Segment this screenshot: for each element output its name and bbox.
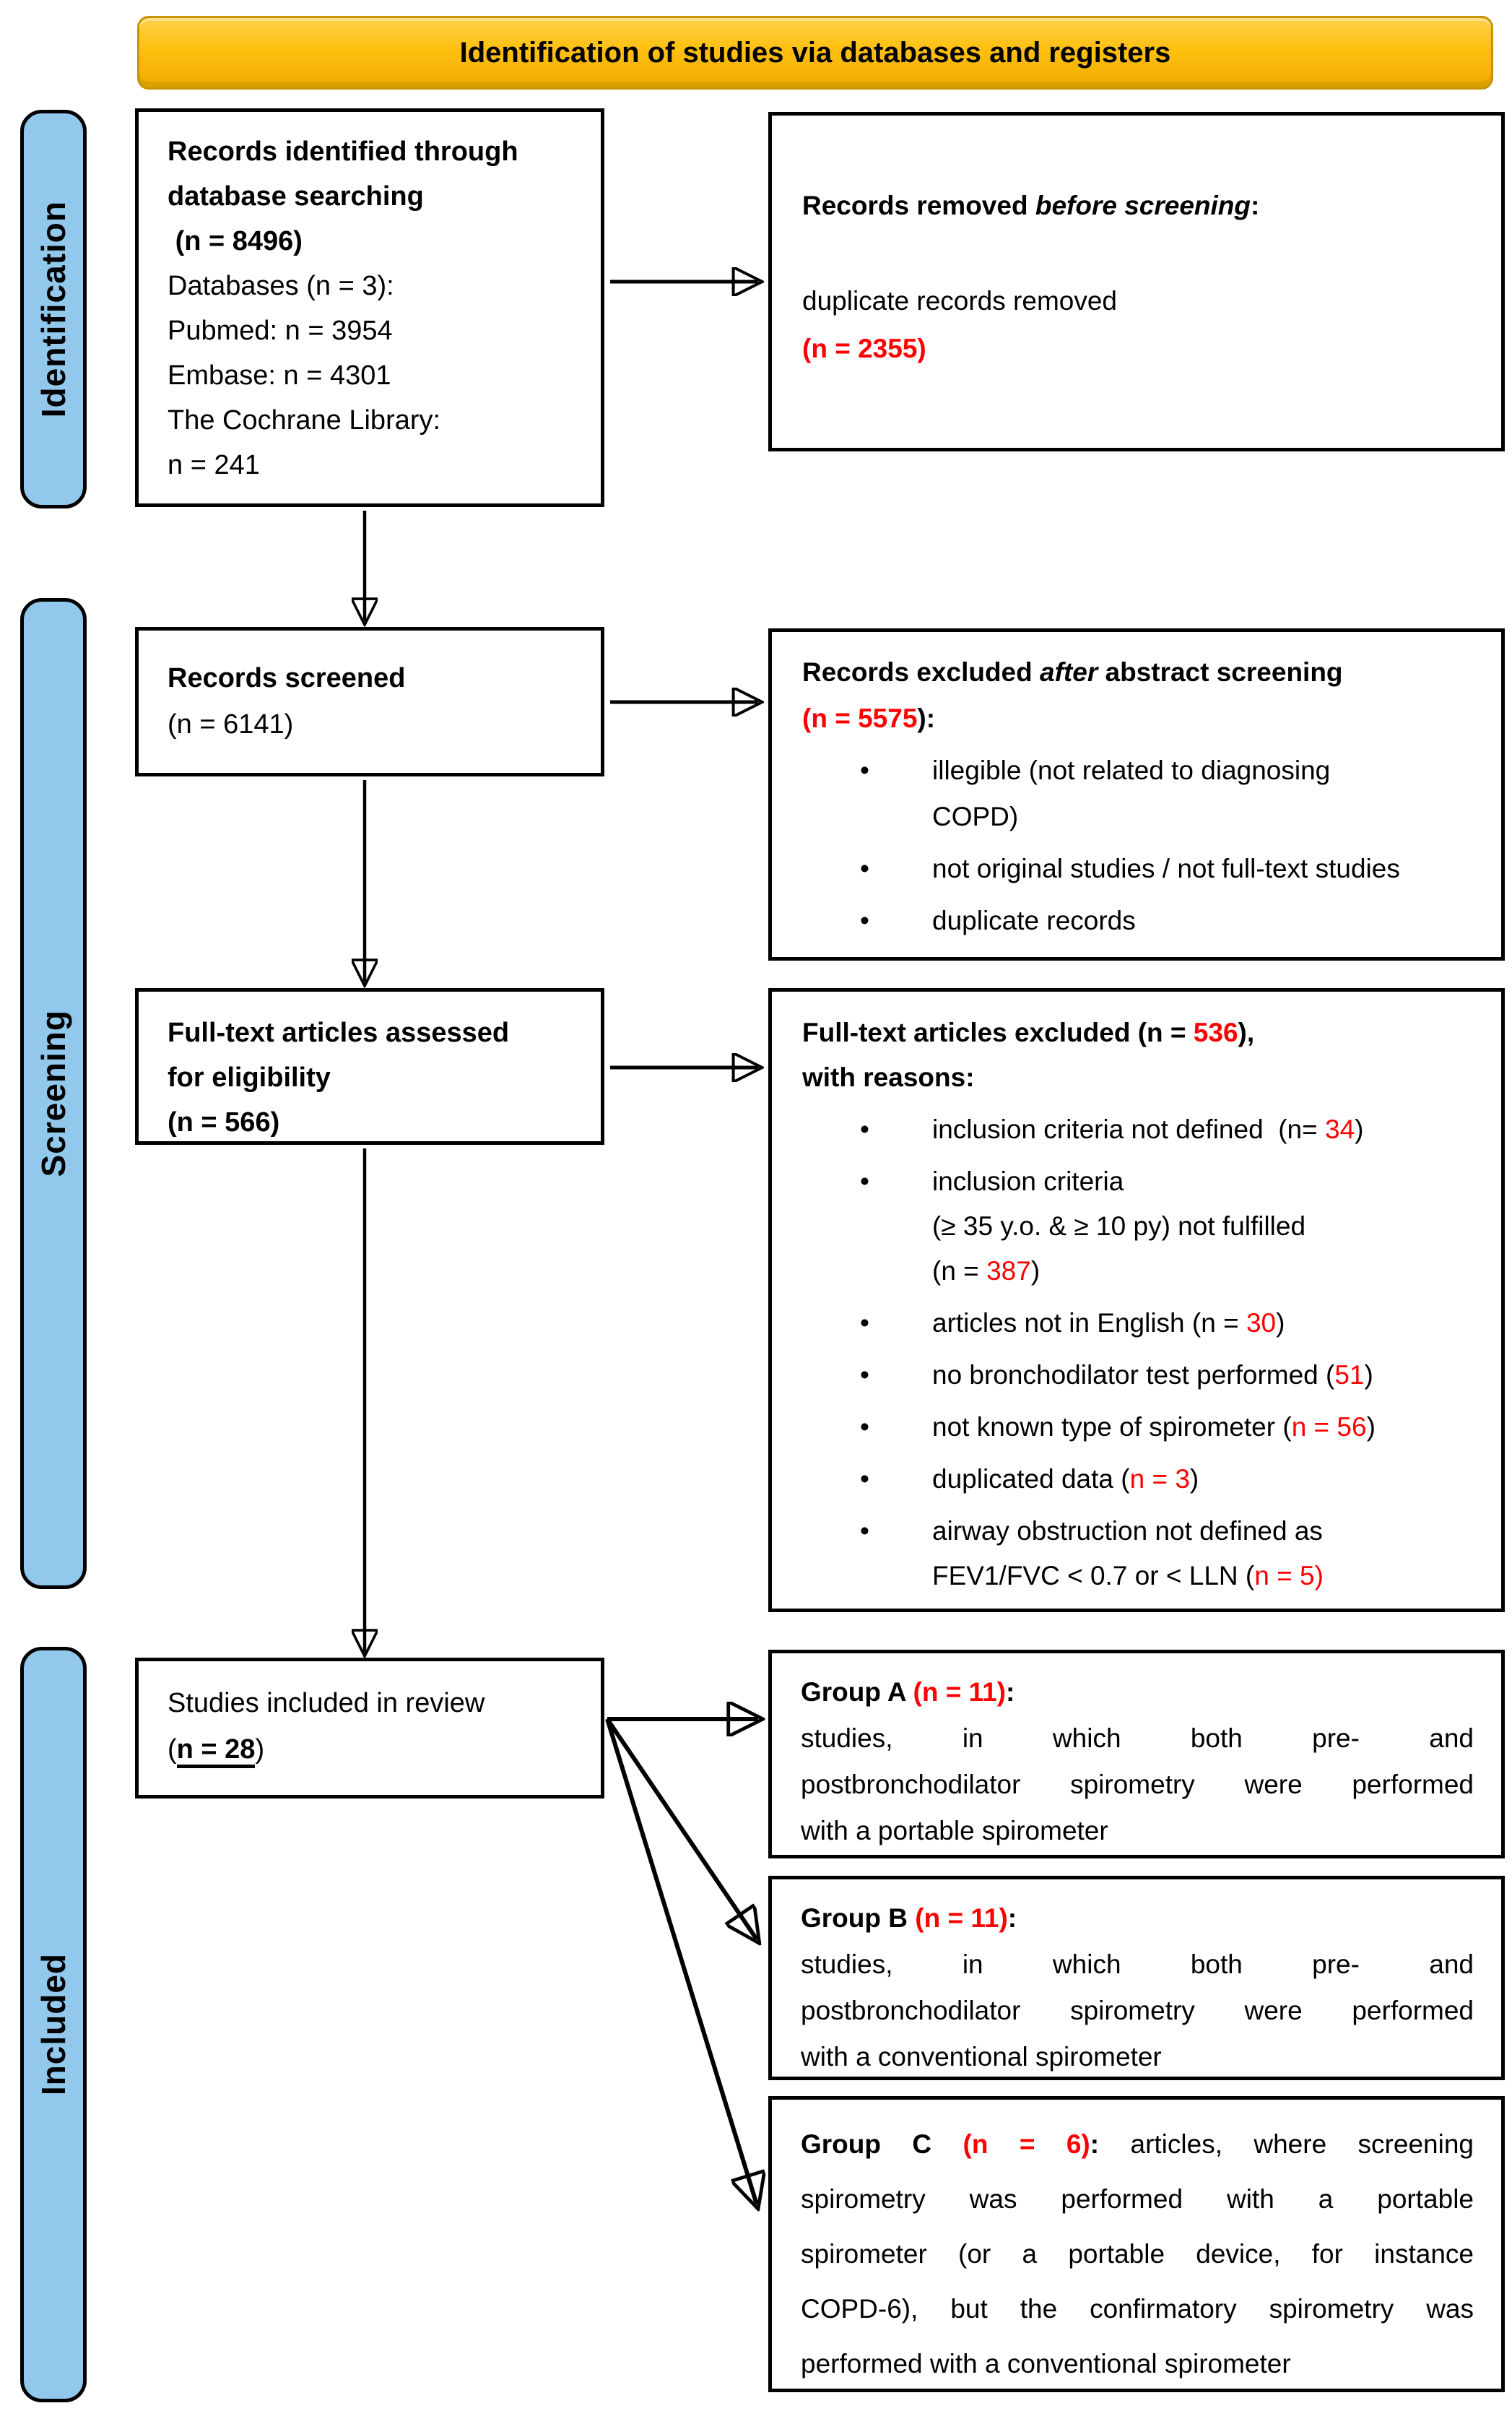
stage-label-included: Included bbox=[20, 1647, 87, 2402]
banner-title: Identification of studies via databases … bbox=[459, 36, 1171, 69]
box-group-a: Group A (n = 11):studies, in which both … bbox=[768, 1650, 1505, 1858]
box-records-screened: Records screened(n = 6141) bbox=[135, 627, 604, 776]
stage-label-identification-text: Identification bbox=[35, 200, 72, 418]
stage-label-screening-text: Screening bbox=[35, 1010, 72, 1177]
box-fulltext-articles-excluded: Full-text articles excluded (n = 536),wi… bbox=[768, 988, 1505, 1612]
stage-label-identification: Identification bbox=[20, 110, 87, 508]
stage-label-included-text: Included bbox=[35, 1953, 72, 2096]
banner: Identification of studies via databases … bbox=[137, 16, 1493, 90]
box-records-excluded-after-abstract-screening: Records excluded after abstract screenin… bbox=[768, 628, 1505, 961]
arrow-included-to-group-c bbox=[605, 1718, 757, 2204]
box-records-removed-before-screening: Records removed before screening: duplic… bbox=[768, 112, 1505, 451]
arrow-included-to-group-b bbox=[605, 1718, 757, 1939]
box-studies-included-in-review: Studies included in review(n = 28) bbox=[135, 1658, 604, 1798]
box-group-b: Group B (n = 11):studies, in which both … bbox=[768, 1876, 1505, 2080]
box-group-c: Group C (n = 6): articles, where screeni… bbox=[768, 2096, 1505, 2392]
stage-label-screening: Screening bbox=[20, 598, 87, 1589]
